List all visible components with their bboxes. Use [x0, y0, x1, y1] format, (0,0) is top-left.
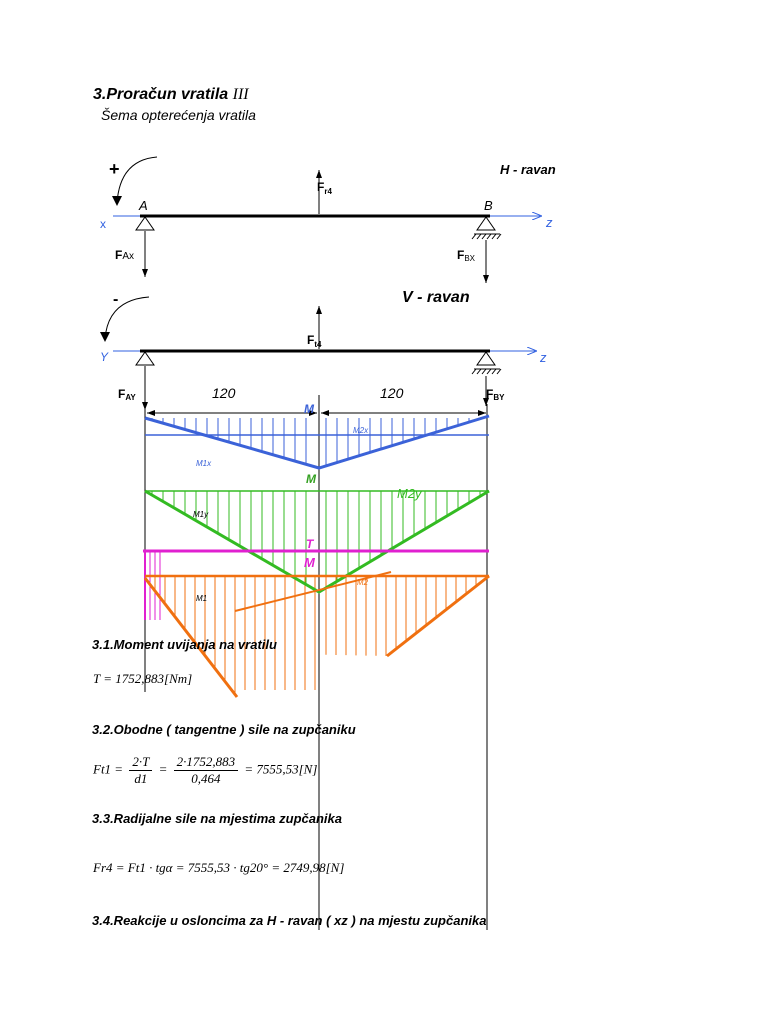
v-moment-arc — [104, 296, 150, 340]
v-moment-arc-head — [100, 332, 110, 342]
mx-diagram: M M2x M1x — [144, 402, 490, 470]
section-3-2-title: 3.2.Obodne ( tangentne ) sile na zupčani… — [92, 722, 356, 737]
equals-sign: = — [158, 761, 168, 777]
v-support-b-hatch — [471, 368, 502, 375]
span-dimensions: 120 120 — [147, 385, 486, 416]
ft1-lhs: Ft1 = — [93, 761, 124, 777]
h-axis-right-label: z — [545, 215, 553, 230]
m-total-curve — [143, 577, 239, 698]
section-3-1-title: 3.1.Moment uvijanja na vratilu — [92, 637, 277, 652]
section-3-2-formula: Ft1 = 2·T d1 = 2·1752,883 0,464 = 7555,5… — [93, 754, 317, 787]
my-diagram: M M2y M1y — [144, 472, 490, 594]
h-plane-label: H - ravan — [500, 162, 556, 177]
fraction-values: 2·1752,883 0,464 — [173, 754, 239, 787]
h-reaction-b-sub: BX — [464, 254, 475, 263]
h-axis-left-label: x — [100, 217, 106, 231]
h-center-force-sub: r4 — [324, 187, 332, 196]
v-reaction-a-label: FAY — [118, 387, 136, 402]
section-3-3-formula: Fr4 = Ft1 · tgα = 7555,53 · tg20° = 2749… — [93, 860, 345, 875]
section-3-3-title: 3.3.Radijalne sile na mjestima zupčanika — [92, 811, 342, 826]
v-plane-diagram: - Y z Ft4 FAY FBY V - ravan — [100, 289, 547, 410]
v-center-force-sub: t4 — [314, 340, 322, 349]
v-reaction-b-label: FBY — [486, 387, 505, 402]
h-reaction-a-label: FAx — [115, 248, 134, 262]
h-support-b-label: B — [484, 198, 493, 213]
h-support-b — [476, 216, 496, 231]
moment-hatching — [149, 418, 481, 695]
m1x-label: M1x — [196, 459, 212, 468]
v-axis-left-label: Y — [100, 350, 109, 364]
v-support-b — [476, 351, 496, 366]
v-center-force-label: Ft4 — [307, 333, 322, 349]
dim-arrowheads — [147, 410, 486, 416]
ft1-result: = 7555,53[N] — [244, 761, 318, 777]
fraction-2t-num: 2·T — [129, 754, 153, 771]
span-left-label: 120 — [212, 385, 236, 401]
v-support-a — [135, 351, 155, 366]
m2-label: M2 — [357, 578, 369, 587]
fraction-values-den: 0,464 — [191, 771, 221, 786]
my-curve — [144, 489, 490, 594]
page-subtitle: Šema opterećenja vratila — [101, 107, 256, 123]
fraction-d1-den: d1 — [134, 771, 148, 786]
torque-label: T — [306, 537, 315, 551]
page-title-text: 3.Proračun vratila — [93, 86, 229, 103]
m-total-diagram: M1 M2 — [143, 571, 490, 698]
mx-label-center: M — [304, 402, 315, 416]
my-label-center: M — [306, 472, 317, 486]
m1-label: M1 — [196, 594, 207, 603]
page-title-roman: III — [232, 86, 249, 103]
h-moment-arc-head — [112, 196, 122, 206]
v-axis-right-label: z — [539, 350, 547, 365]
h-support-a — [135, 216, 155, 231]
h-moment-arc — [116, 156, 158, 204]
h-support-a-label: A — [138, 198, 148, 213]
fraction-values-num: 2·1752,883 — [173, 754, 239, 771]
section-3-4-title: 3.4.Reakcije u osloncima za H - ravan ( … — [92, 913, 487, 928]
section-3-1-formula: T = 1752,883[Nm] — [93, 671, 193, 686]
h-center-force-label: Fr4 — [317, 180, 332, 196]
torque-diagram: T M — [143, 537, 489, 620]
torque-m-label: M — [304, 555, 316, 570]
v-plane-label: V - ravan — [402, 289, 470, 306]
h-support-b-hatch — [471, 233, 502, 240]
mx-curve — [144, 414, 490, 470]
m2x-label: M2x — [353, 426, 369, 435]
v-reaction-a-sub: AY — [125, 393, 136, 402]
m1y-label: M1y — [193, 510, 209, 519]
fraction-2t-d1: 2·T d1 — [129, 754, 153, 787]
h-sign: + — [109, 159, 120, 179]
span-right-label: 120 — [380, 385, 404, 401]
h-reaction-b-label: FBX — [457, 248, 476, 263]
v-reaction-b-sub: BY — [493, 393, 505, 402]
h-plane-diagram: + x z A B Fr4 FAx FBX H - ravan — [100, 156, 556, 283]
h-reaction-a-sub: Ax — [122, 251, 134, 262]
m-total-reduced — [234, 571, 392, 612]
v-sign: - — [113, 291, 118, 308]
page-title: 3.Proračun vratila III — [93, 86, 249, 104]
m2y-label: M2y — [397, 486, 423, 501]
m-total-curve-right — [386, 574, 490, 658]
